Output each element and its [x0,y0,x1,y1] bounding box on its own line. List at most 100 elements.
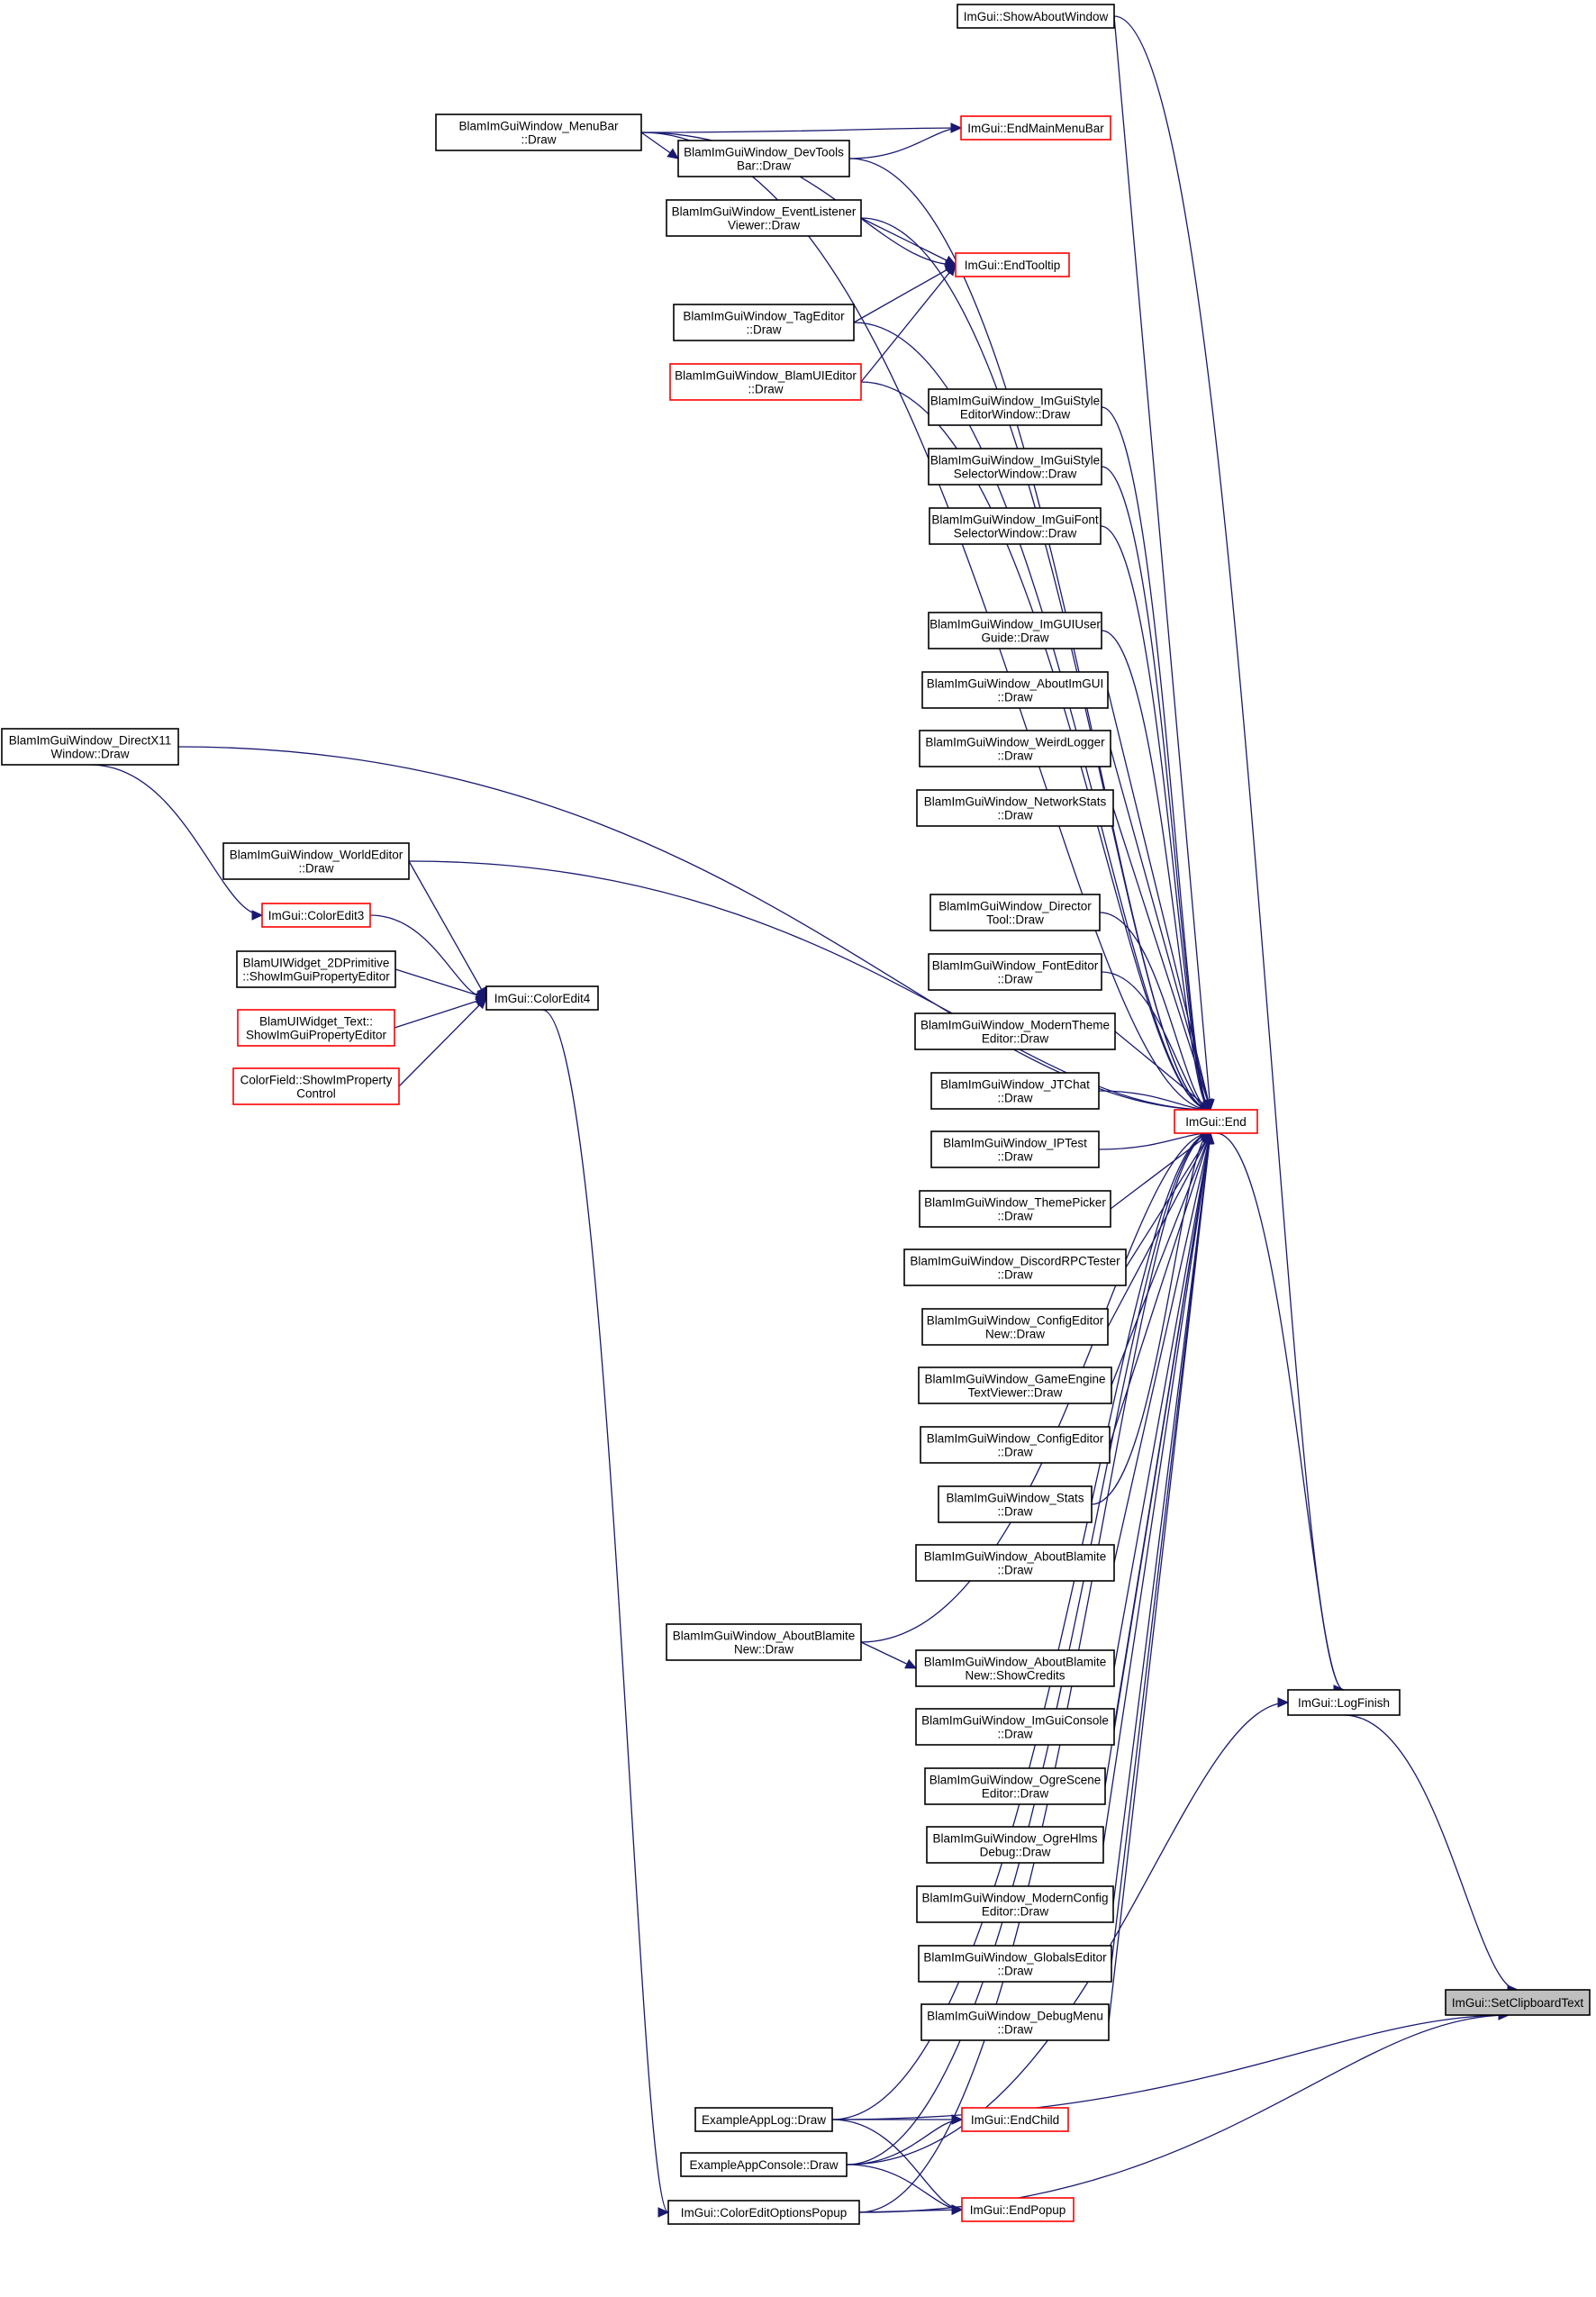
node-box[interactable] [1445,1989,1591,2016]
node-box[interactable] [915,1708,1115,1746]
node-eventlistener[interactable]: BlamImGuiWindow_EventListenerViewer::Dra… [666,199,862,237]
node-showcredits[interactable]: BlamImGuiWindow_AboutBlamiteNew::ShowCre… [915,1649,1115,1687]
node-widgettext[interactable]: BlamUIWidget_Text::ShowImGuiPropertyEdit… [237,1009,395,1047]
node-primitive2d[interactable]: BlamUIWidget_2DPrimitive::ShowImGuiPrope… [236,950,396,988]
node-box[interactable] [222,842,410,880]
node-box[interactable] [666,199,862,237]
node-weirdlogger[interactable]: BlamImGuiWindow_WeirdLogger::Draw [919,730,1111,767]
node-debugmenu[interactable]: BlamImGuiWindow_DebugMenu::Draw [920,2003,1110,2041]
node-applog[interactable]: ExampleAppLog::Draw [694,2107,833,2132]
node-box[interactable] [920,1426,1111,1464]
node-tageditor[interactable]: BlamImGuiWindow_TagEditor::Draw [673,304,855,341]
node-box[interactable] [261,903,371,928]
node-box[interactable] [1174,1109,1258,1134]
node-box[interactable] [916,1885,1114,1923]
node-box[interactable] [957,4,1115,29]
node-box[interactable] [918,1366,1112,1404]
node-box[interactable] [928,448,1102,486]
node-box[interactable] [928,953,1102,991]
node-box[interactable] [694,2107,833,2132]
node-menubar[interactable]: BlamImGuiWindow_MenuBar::Draw [435,113,642,151]
node-gameengine[interactable]: BlamImGuiWindow_GameEngineTextViewer::Dr… [918,1366,1112,1404]
node-box[interactable] [938,1485,1093,1523]
node-box[interactable] [930,1072,1100,1110]
node-coloreditoptions[interactable]: ImGui::ColorEditOptionsPopup [667,2200,860,2225]
node-imguiconsole[interactable]: BlamImGuiWindow_ImGuiConsole::Draw [915,1708,1115,1746]
node-box[interactable] [918,1945,1112,1983]
node-box[interactable] [921,1308,1109,1346]
node-box[interactable] [915,1544,1115,1582]
node-box[interactable] [930,1130,1100,1168]
node-appconsole[interactable]: ExampleAppConsole::Draw [680,2152,848,2177]
node-box[interactable] [924,1767,1106,1805]
node-box[interactable] [903,1248,1127,1286]
node-box[interactable] [929,894,1101,931]
node-box[interactable] [915,1649,1115,1687]
node-box[interactable] [232,1067,400,1105]
node-aboutimgui[interactable]: BlamImGuiWindow_AboutImGUI::Draw [921,671,1109,709]
node-box[interactable] [928,388,1102,426]
node-box[interactable] [485,985,599,1011]
node-box[interactable] [677,140,850,177]
node-iptest[interactable]: BlamImGuiWindow_IPTest::Draw [930,1130,1100,1168]
node-coloredit3[interactable]: ImGui::ColorEdit3 [261,903,371,928]
node-endmainmenubar[interactable]: ImGui::EndMainMenuBar [960,115,1111,141]
node-themepicker[interactable]: BlamImGuiWindow_ThemePicker::Draw [919,1190,1111,1228]
node-fonteditor[interactable]: BlamImGuiWindow_FontEditor::Draw [928,953,1102,991]
node-box[interactable] [914,1012,1116,1050]
node-box[interactable] [928,612,1102,649]
node-box[interactable] [680,2152,848,2177]
node-discordrpc[interactable]: BlamImGuiWindow_DiscordRPCTester::Draw [903,1248,1127,1286]
node-box[interactable] [919,730,1111,767]
node-box[interactable] [435,113,642,151]
node-box[interactable] [961,2197,1075,2222]
node-box[interactable] [919,1190,1111,1228]
node-logfinish[interactable]: ImGui::LogFinish [1287,1689,1401,1716]
node-aboutblamite[interactable]: BlamImGuiWindow_AboutBlamite::Draw [915,1544,1115,1582]
node-end[interactable]: ImGui::End [1174,1109,1258,1134]
node-blamuieditor[interactable]: BlamImGuiWindow_BlamUIEditor::Draw [669,363,862,401]
node-endpopup[interactable]: ImGui::EndPopup [961,2197,1075,2222]
node-showabout[interactable]: ImGui::ShowAboutWindow [957,4,1115,29]
node-coloredit4[interactable]: ImGui::ColorEdit4 [485,985,599,1011]
node-box[interactable] [669,363,862,401]
node-box[interactable] [916,789,1114,827]
node-box[interactable] [237,1009,395,1047]
node-globalseditor[interactable]: BlamImGuiWindow_GlobalsEditor::Draw [918,1945,1112,1983]
node-box[interactable] [667,2200,860,2225]
node-box[interactable] [920,2003,1110,2041]
node-box[interactable] [673,304,855,341]
node-endchild[interactable]: ImGui::EndChild [961,2107,1069,2132]
node-box[interactable] [1,728,179,766]
node-endtooltip[interactable]: ImGui::EndTooltip [955,252,1070,277]
node-jtchat[interactable]: BlamImGuiWindow_JTChat::Draw [930,1072,1100,1110]
node-box[interactable] [960,115,1111,141]
node-box[interactable] [929,507,1102,545]
node-configeditor[interactable]: BlamImGuiWindow_ConfigEditor::Draw [920,1426,1111,1464]
node-box[interactable] [666,1623,862,1661]
node-box[interactable] [955,252,1070,277]
node-box[interactable] [921,671,1109,709]
node-styleselector[interactable]: BlamImGuiWindow_ImGuiStyleSelectorWindow… [928,448,1102,486]
node-styleeditor[interactable]: BlamImGuiWindow_ImGuiStyleEditorWindow::… [928,388,1102,426]
node-stats[interactable]: BlamImGuiWindow_Stats::Draw [938,1485,1093,1523]
node-box[interactable] [961,2107,1069,2132]
node-fontselector[interactable]: BlamImGuiWindow_ImGuiFontSelectorWindow:… [929,507,1102,545]
node-box[interactable] [1287,1689,1401,1716]
node-networkstats[interactable]: BlamImGuiWindow_NetworkStats::Draw [916,789,1114,827]
node-box[interactable] [926,1826,1104,1864]
node-target[interactable]: ImGui::SetClipboardText [1445,1989,1591,2016]
node-box[interactable] [236,950,396,988]
node-worldeditor[interactable]: BlamImGuiWindow_WorldEditor::Draw [222,842,410,880]
